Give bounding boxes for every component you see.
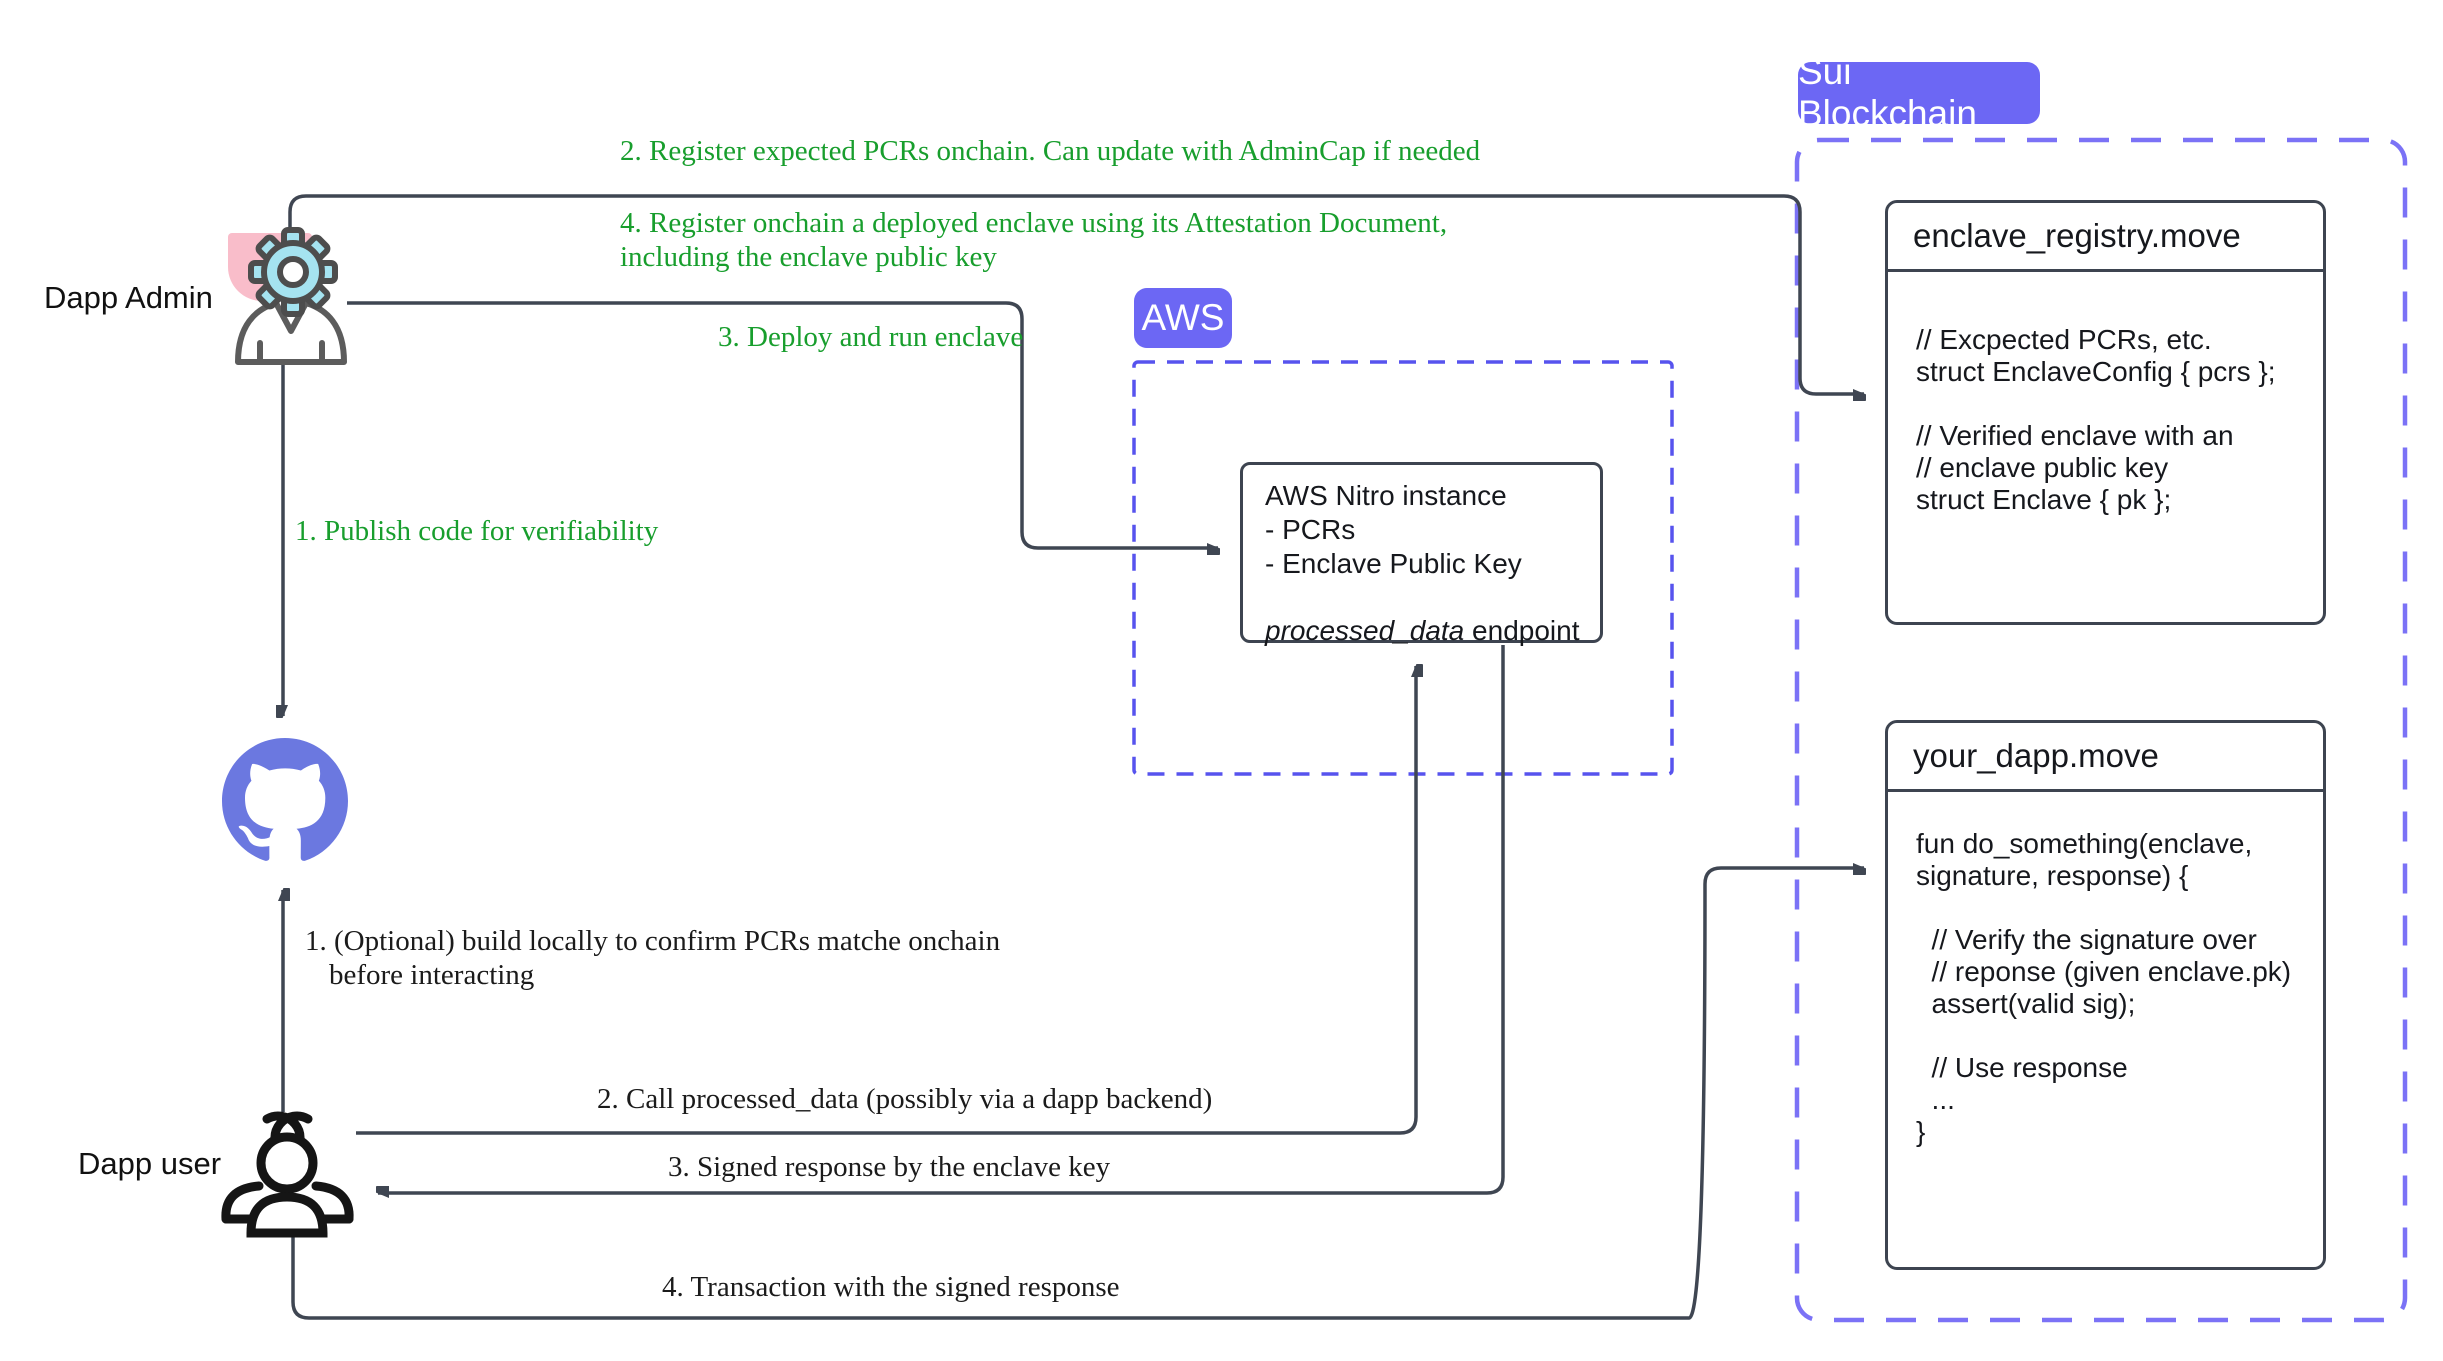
processed-data-italic: processed_data <box>1265 615 1465 646</box>
flow-label-deploy: 3. Deploy and run enclave <box>718 321 1024 353</box>
processed-data-endpoint-text: processed_data endpoint <box>1243 581 1600 647</box>
your-dapp-code: fun do_something(enclave, signature, res… <box>1916 828 2292 1147</box>
your-dapp-node: your_dapp.move fun do_something(enclave,… <box>1885 720 2326 1270</box>
flow-label-register-pcrs: 2. Register expected PCRs onchain. Can u… <box>620 135 1481 167</box>
arrow-transaction <box>291 868 1864 1320</box>
aws-badge: AWS <box>1134 288 1232 348</box>
people-group-icon <box>221 1111 354 1238</box>
sui-blockchain-dashed-border <box>1794 137 2408 1323</box>
endpoint-word: endpoint <box>1464 615 1580 646</box>
gear-icon <box>248 227 338 317</box>
flow-label-publish: 1. Publish code for verifiability <box>295 515 659 547</box>
enclave-registry-title: enclave_registry.move <box>1888 203 2323 272</box>
dapp-admin-icon <box>235 227 347 365</box>
enclave-registry-code: // Excpected PCRs, etc. struct EnclaveCo… <box>1916 324 2276 515</box>
flow-label-signed-response: 3. Signed response by the enclave key <box>668 1151 1111 1183</box>
sui-blockchain-badge: Sui Blockchain <box>1798 51 2040 134</box>
your-dapp-title: your_dapp.move <box>1888 723 2323 792</box>
dapp-user-icon <box>221 1111 354 1238</box>
person-icon <box>235 300 347 365</box>
flow-label-transaction: 4. Transaction with the signed response <box>662 1271 1120 1303</box>
flow-label-call-endpoint: 2. Call processed_data (possibly via a d… <box>597 1083 1213 1115</box>
arrow-signed-response <box>378 645 1505 1193</box>
flow-label-optional-build: 1. (Optional) build locally to confirm P… <box>305 925 1001 992</box>
enclave-registry-node: enclave_registry.move // Excpected PCRs,… <box>1885 200 2326 625</box>
aws-nitro-instance-text: AWS Nitro instance - PCRs - Enclave Publ… <box>1265 480 1522 579</box>
arrow-register-onchain <box>288 194 1864 394</box>
dapp-admin-label: Dapp Admin <box>44 280 213 315</box>
arrow-call-endpoint <box>356 666 1416 1135</box>
aws-dashed-border <box>1132 360 1674 776</box>
github-octocat-icon <box>222 738 348 861</box>
arrow-deploy-enclave <box>347 301 1218 548</box>
dapp-user-label: Dapp user <box>78 1146 222 1181</box>
flow-label-register-enclave: 4. Register onchain a deployed enclave u… <box>620 207 1448 274</box>
aws-nitro-instance-node: AWS Nitro instance - PCRs - Enclave Publ… <box>1240 462 1603 646</box>
